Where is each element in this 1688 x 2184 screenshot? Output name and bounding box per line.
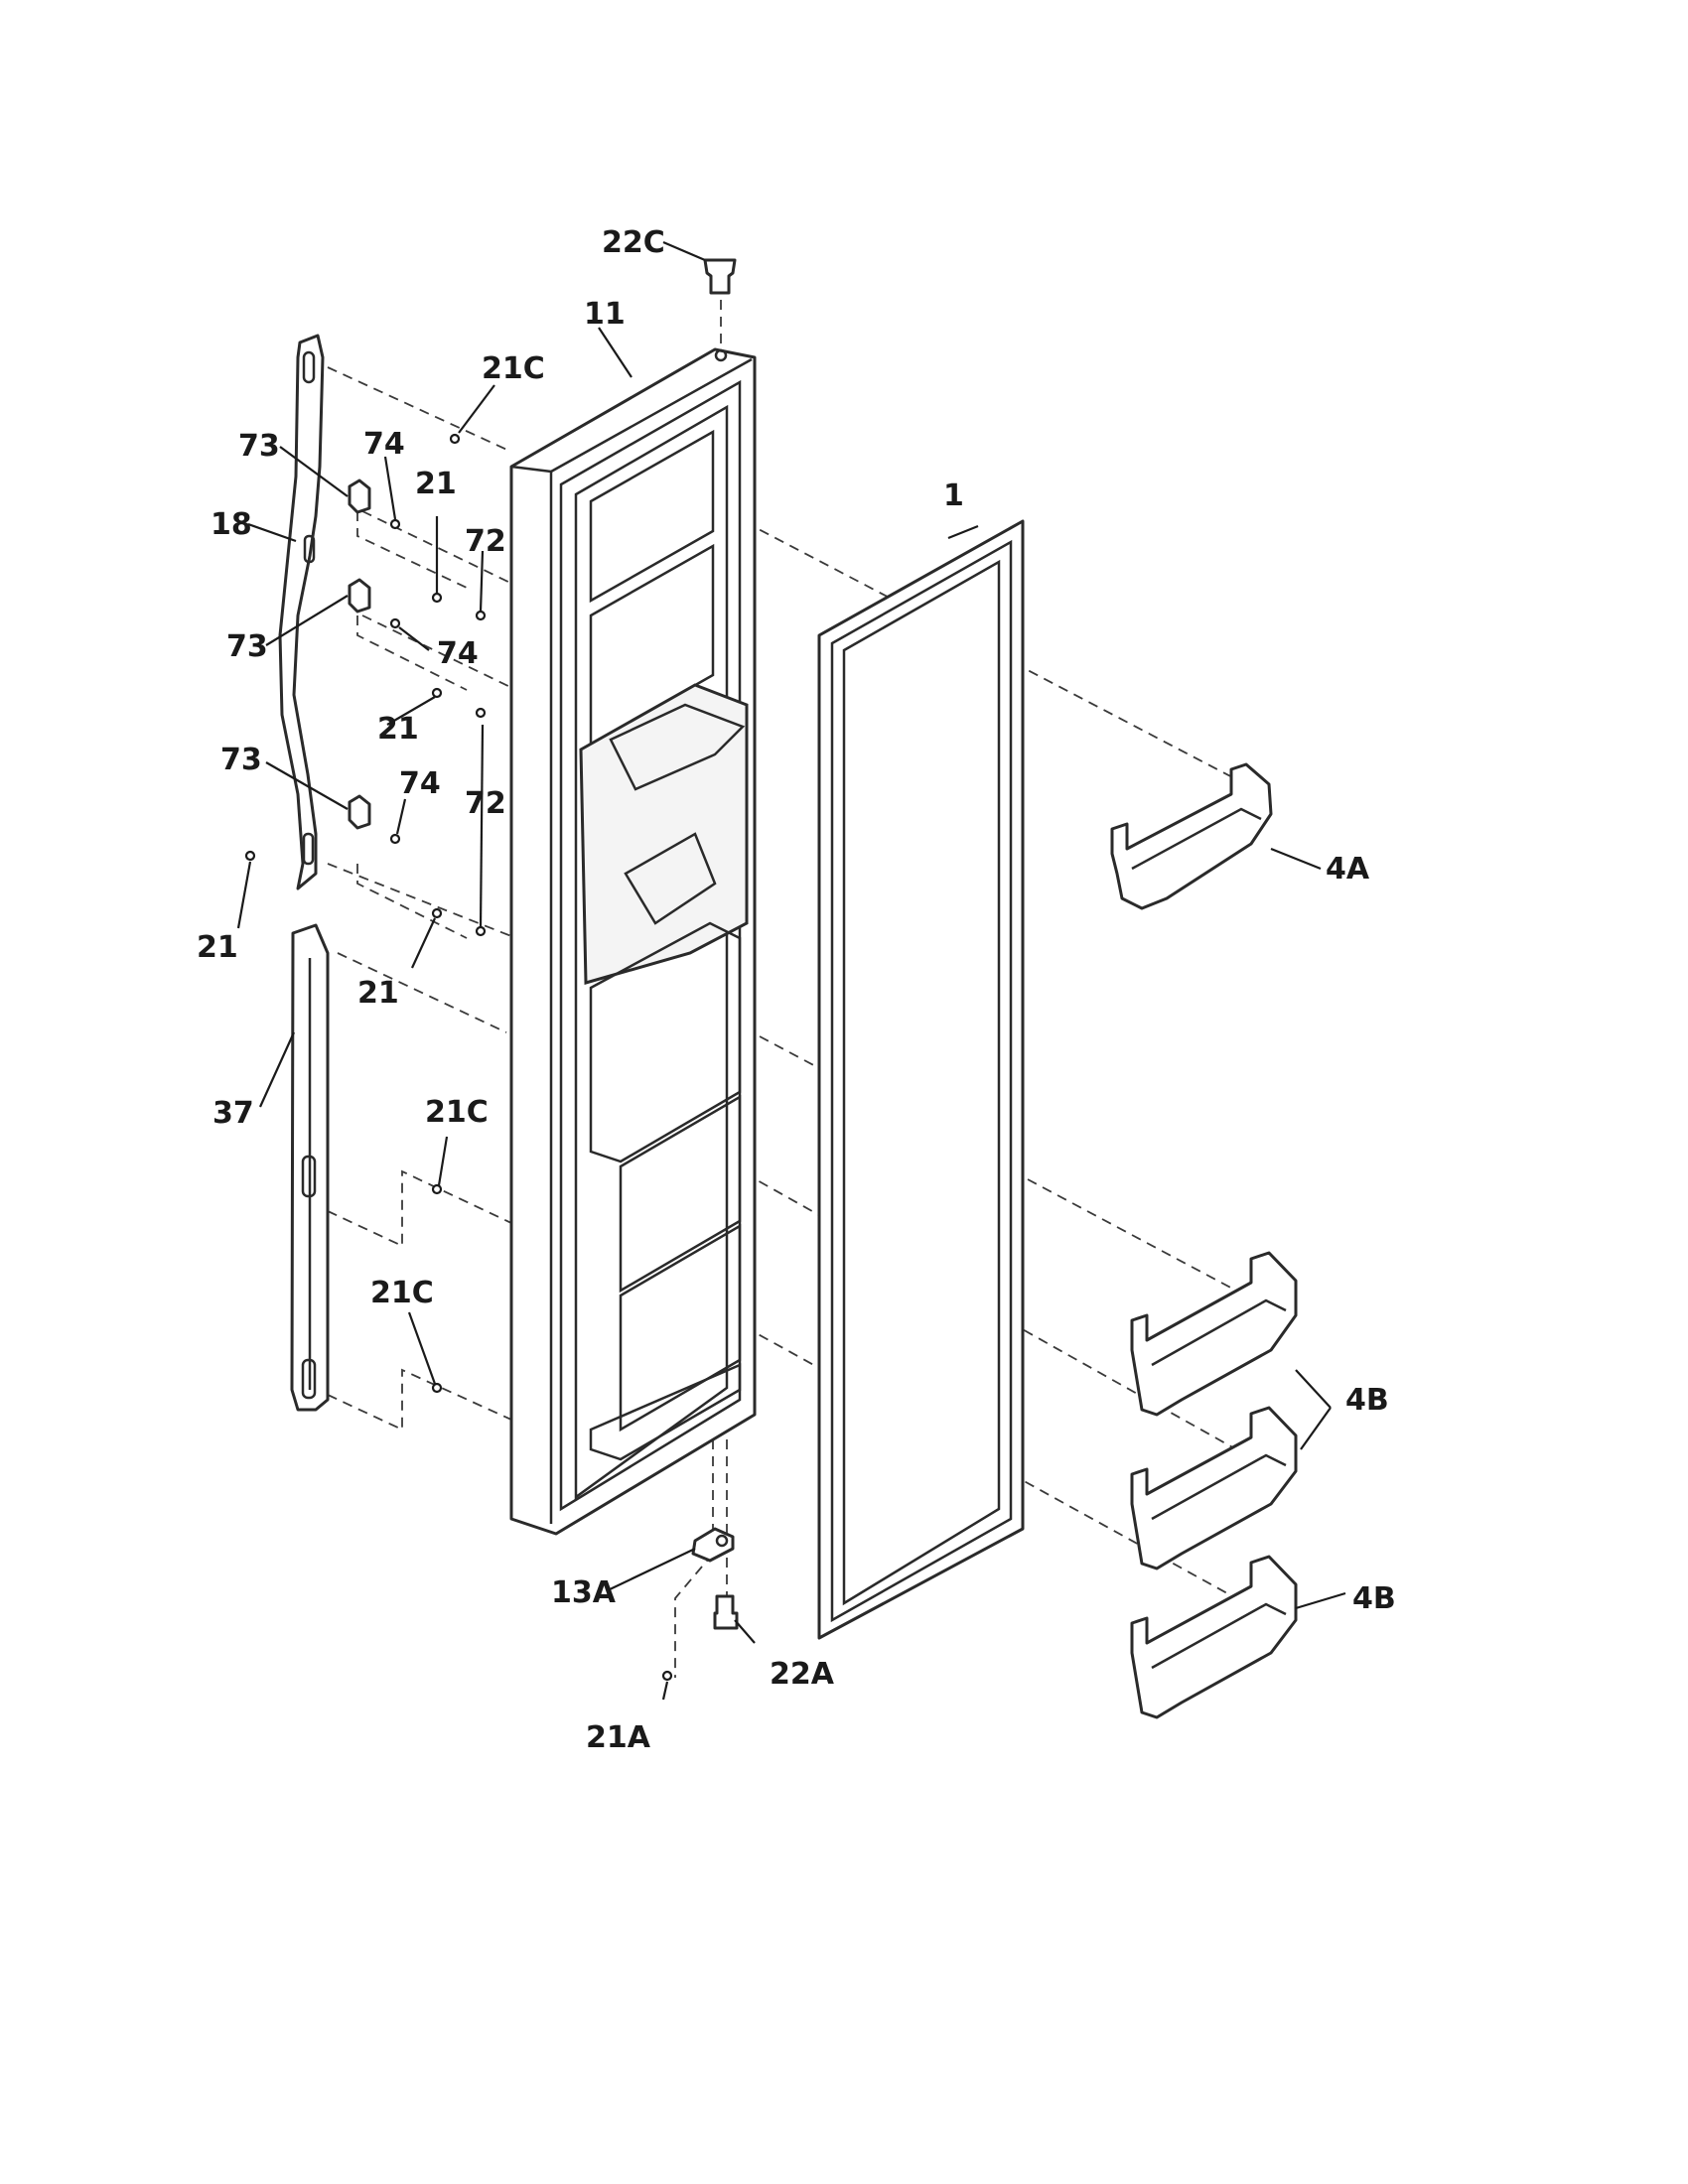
door-liner-part-11 (509, 347, 757, 1536)
callout-4B-b: 4B (1352, 1581, 1396, 1616)
callout-21C-mid: 21C (425, 1095, 489, 1130)
callout-72-b: 72 (465, 786, 506, 821)
callout-13A: 13A (551, 1575, 617, 1610)
callout-4A: 4A (1326, 852, 1370, 887)
callout-4B-a: 4B (1345, 1383, 1389, 1418)
callout-74-c: 74 (399, 766, 441, 801)
leader-lines (236, 240, 1346, 1701)
door-bin-part-4B-top (1130, 1251, 1298, 1417)
callout-22C: 22C (602, 225, 665, 260)
door-bin-part-4A (1110, 762, 1273, 910)
top-pin-part-22C (703, 258, 737, 295)
upper-handle-part-18 (278, 334, 325, 890)
door-bin-part-4B-middle (1130, 1406, 1298, 1570)
lower-handle-part-37 (290, 923, 330, 1412)
callout-73-a: 73 (238, 429, 280, 464)
hinge-bracket-part-13A (691, 1527, 735, 1563)
callout-21-c: 21 (197, 930, 238, 965)
callout-11: 11 (584, 297, 626, 332)
door-bin-part-4B-bottom (1130, 1555, 1298, 1719)
bottom-pin-part-22A (713, 1594, 739, 1630)
callout-18: 18 (211, 507, 252, 542)
callout-21A: 21A (586, 1720, 651, 1755)
callout-21-a: 21 (415, 467, 457, 501)
callout-21-d: 21 (357, 976, 399, 1011)
callout-labels: 22C 11 21C 73 74 21 72 18 1 73 74 21 73 … (197, 225, 1396, 1755)
callout-72-a: 72 (465, 524, 506, 559)
callout-37: 37 (212, 1096, 254, 1131)
callout-22A: 22A (770, 1657, 835, 1692)
callout-73-c: 73 (220, 743, 262, 777)
callout-21C-low: 21C (370, 1276, 434, 1310)
callout-73-b: 73 (226, 629, 268, 664)
fasteners (244, 433, 673, 1682)
callout-21-b: 21 (377, 712, 419, 747)
callout-74-a: 74 (363, 427, 405, 462)
alignment-lines (327, 283, 1237, 1678)
door-gasket-part-1 (817, 519, 1025, 1640)
callout-21C-top: 21C (482, 351, 545, 386)
clips-part-73 (348, 478, 371, 830)
callout-74-b: 74 (437, 636, 479, 671)
callout-1: 1 (943, 478, 964, 513)
